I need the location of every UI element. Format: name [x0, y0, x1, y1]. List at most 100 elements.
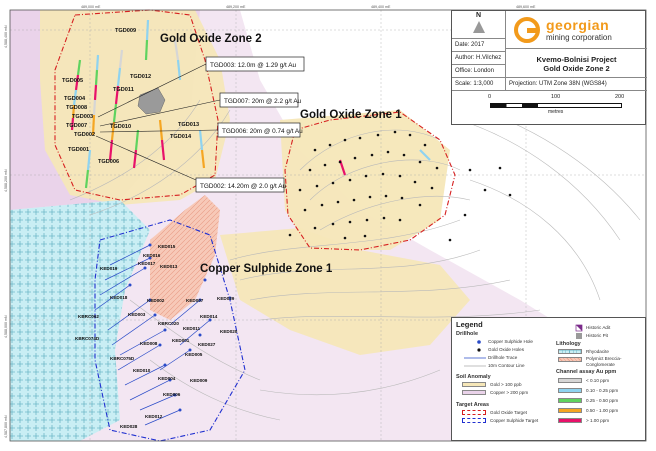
hole-label: TGD008 [66, 105, 87, 111]
hole-label: TGD013 [178, 122, 199, 128]
hole-label: TGD009 [115, 28, 136, 34]
channel-swatch [558, 378, 582, 383]
historic-pit [137, 87, 166, 115]
map-frame [9, 9, 647, 442]
callout-text: TGD006: 20m @ 0.74 g/t Au [222, 128, 303, 135]
logo-subtitle: mining corporation [546, 33, 612, 42]
copper-sulphide-holes [128, 243, 232, 412]
title-block: N Georgian mining corporation Date: 2017… [451, 10, 647, 126]
rhyodacite-swatch [558, 349, 582, 354]
legend-historic-pit: Historic Pit [586, 333, 608, 338]
legend-title: Legend [456, 320, 483, 329]
copper-target-swatch [462, 418, 486, 423]
hole-label: KED020 [220, 329, 238, 334]
legend-historic-adit: Historic Adit [586, 325, 611, 330]
channel-swatch [558, 398, 582, 403]
hole-label: TGD012 [130, 74, 151, 80]
hole-label: KED016 [143, 253, 161, 258]
hole-label: TGD005 [62, 78, 83, 84]
scale-bar: 0 100 200 metres [452, 91, 647, 126]
legend-polymict: Polymict Breccia-Conglomerate [586, 356, 622, 367]
gold-target-swatch [462, 410, 486, 415]
hole-label: KBRC074D [75, 336, 100, 341]
callout-texts: TGD003: 12.0m @ 1.29 g/t Au TGD007: 20m … [200, 62, 303, 190]
hole-label: KED018 [110, 295, 128, 300]
scale-bar-graphic [490, 103, 622, 108]
hole-label: KBRC062 [78, 314, 99, 319]
logo-wordmark: Georgian [546, 17, 610, 33]
legend-copper-soil: Copper > 200 ppm [490, 390, 529, 395]
gold-soil-swatch [462, 382, 486, 387]
hole-label: KED002 [147, 298, 165, 303]
hole-label: KED017 [138, 261, 156, 266]
callout-box [217, 122, 301, 138]
tgd-hole-labels: TGD009 TGD012 TGD005 TGD011 TGD004 TGD00… [62, 28, 199, 165]
hole-label: KED013 [160, 264, 178, 269]
grid-label: 4,587,800 mN [4, 415, 8, 438]
grid-label: 4,588,200 mN [4, 169, 8, 192]
scale-tick: 200 [615, 94, 625, 100]
gold-oxide-holes [288, 130, 512, 242]
ked-hole-labels: KED015 KED016 KED017 KED013 KED019 KED02… [75, 244, 238, 429]
author-field: Author: H.Vilchez [452, 52, 506, 65]
hole-label: KED014 [200, 314, 218, 319]
hole-label: TGD006 [98, 159, 119, 165]
callout-text: TGD003: 12.0m @ 1.29 g/t Au [210, 62, 297, 69]
contour-lines [69, 99, 641, 421]
project-title: Kvemo-Bolnisi Project [536, 55, 617, 64]
copper-sulphide-zone-1-label: Copper Sulphide Zone 1 [200, 263, 333, 275]
hole-label: KED007 [186, 298, 204, 303]
callout-box [219, 92, 299, 108]
legend-rhyodacite: Rhyodacite [586, 349, 609, 354]
gold-oxide-zone-1-label: Gold Oxide Zone 1 [300, 109, 402, 121]
legend-gold-soil: Gold > 100 ppb [490, 382, 522, 387]
callout-box [205, 56, 305, 72]
callout-boxes [195, 56, 305, 193]
grid-label: 4,588,400 mN [4, 25, 8, 48]
hole-label: TGD004 [64, 96, 86, 102]
callout-leaders [95, 63, 221, 181]
hole-label: KED010 [133, 368, 151, 373]
gold-soil-anomaly-east [280, 110, 450, 250]
polymict-swatch [558, 357, 582, 362]
hole-label: TGD014 [170, 134, 192, 140]
logo-mark-icon [514, 17, 540, 43]
hole-label: KED003 [128, 312, 146, 317]
scale-tick: 100 [551, 94, 561, 100]
legend-channel-item: 0.50 - 1.00 ppm [586, 408, 619, 413]
grid-label: 489,600 mE [516, 5, 536, 9]
drillhole-trace-icon [464, 357, 486, 359]
gold-oxide-zone-2-boundary [54, 9, 219, 201]
gold-oxide-zone-2-label: Gold Oxide Zone 2 [160, 33, 262, 45]
gold-soil-anomaly-north [40, 10, 230, 205]
logo: Georgian mining corporation [506, 11, 647, 49]
hole-label: KBRC075D [110, 356, 135, 361]
hole-label: KED019 [100, 266, 118, 271]
north-arrow-cell: N [452, 11, 506, 39]
copper-sulphide-target-boundary [94, 219, 246, 442]
callout-text: TGD007: 20m @ 2.2 g/t Au [224, 98, 302, 105]
callout-text: TGD002: 14.20m @ 2.0 g/t Au [200, 183, 287, 190]
callout-box [195, 177, 285, 193]
hole-label: TGD001 [68, 147, 89, 153]
grid-label: 489,400 mE [371, 5, 391, 9]
channel-assay-traces [70, 19, 431, 189]
north-arrow-icon [473, 21, 485, 33]
date-field: Date: 2017 [452, 39, 506, 52]
gold-hole-icon [477, 348, 481, 352]
legend-channel-item: 0.25 - 0.50 ppm [586, 398, 619, 403]
office-field: Office: London [452, 65, 506, 78]
hole-label: TGD011 [113, 87, 134, 93]
scale-unit: metres [548, 109, 564, 115]
channel-swatch [558, 388, 582, 393]
grid-label: 489,200 mE [226, 5, 246, 9]
legend-contour-line: 10m Contour Line [488, 363, 525, 368]
hole-label: TGD007 [66, 123, 87, 129]
hole-label: KBRC020 [158, 321, 179, 326]
legend-target-heading: Target Areas [456, 402, 490, 408]
hole-label: KED027 [198, 342, 216, 347]
legend-channel-item: > 1.00 ppm [586, 418, 610, 423]
grid-labels-left: 4,588,400 mN 4,588,200 mN 4,588,000 mN 4… [4, 25, 8, 438]
hole-label: KED029 [217, 296, 235, 301]
hole-label: KED012 [145, 414, 163, 419]
